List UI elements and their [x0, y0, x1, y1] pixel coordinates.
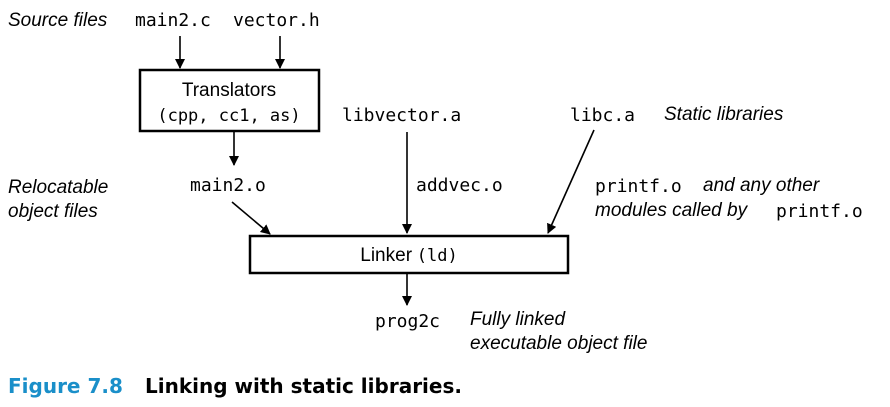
vector-h-file: vector.h: [233, 10, 320, 31]
arrow-main2o-to-linker: [231, 201, 271, 235]
figure-number: Figure 7.8: [8, 374, 123, 398]
main2-o-file: main2.o: [190, 175, 266, 196]
libc-a-file: libc.a: [570, 105, 635, 126]
translators-box: [138, 68, 321, 133]
linker-title: Linker: [360, 245, 412, 266]
translators-tools: (cpp, cc1, as): [157, 106, 300, 126]
prog2c-file: prog2c: [375, 311, 440, 332]
figure-caption: Linking with static libraries.: [145, 374, 462, 398]
relocatable-label-line1: Relocatable: [8, 177, 108, 198]
printf-o-file: printf.o: [595, 176, 682, 197]
fully-linked-label-line2: executable object file: [470, 333, 647, 354]
and-any-other-label: and any other: [703, 175, 820, 196]
static-libraries-label: Static libraries: [664, 104, 784, 125]
modules-called-by-label: modules called by: [595, 200, 749, 221]
linker-box: [248, 234, 570, 275]
printf-o-reference: printf.o: [776, 201, 863, 222]
libvector-a-file: libvector.a: [342, 105, 461, 126]
relocatable-label-line2: object files: [8, 201, 98, 222]
translators-title: Translators: [182, 80, 276, 101]
linker-label: Linker (ld): [360, 245, 457, 266]
arrow-libc-to-linker: [547, 129, 595, 234]
main2-c-file: main2.c: [135, 10, 211, 31]
linker-tool: (ld): [417, 246, 458, 266]
source-files-label: Source files: [8, 10, 108, 31]
fully-linked-label-line1: Fully linked: [470, 309, 566, 330]
addvec-o-file: addvec.o: [416, 175, 503, 196]
